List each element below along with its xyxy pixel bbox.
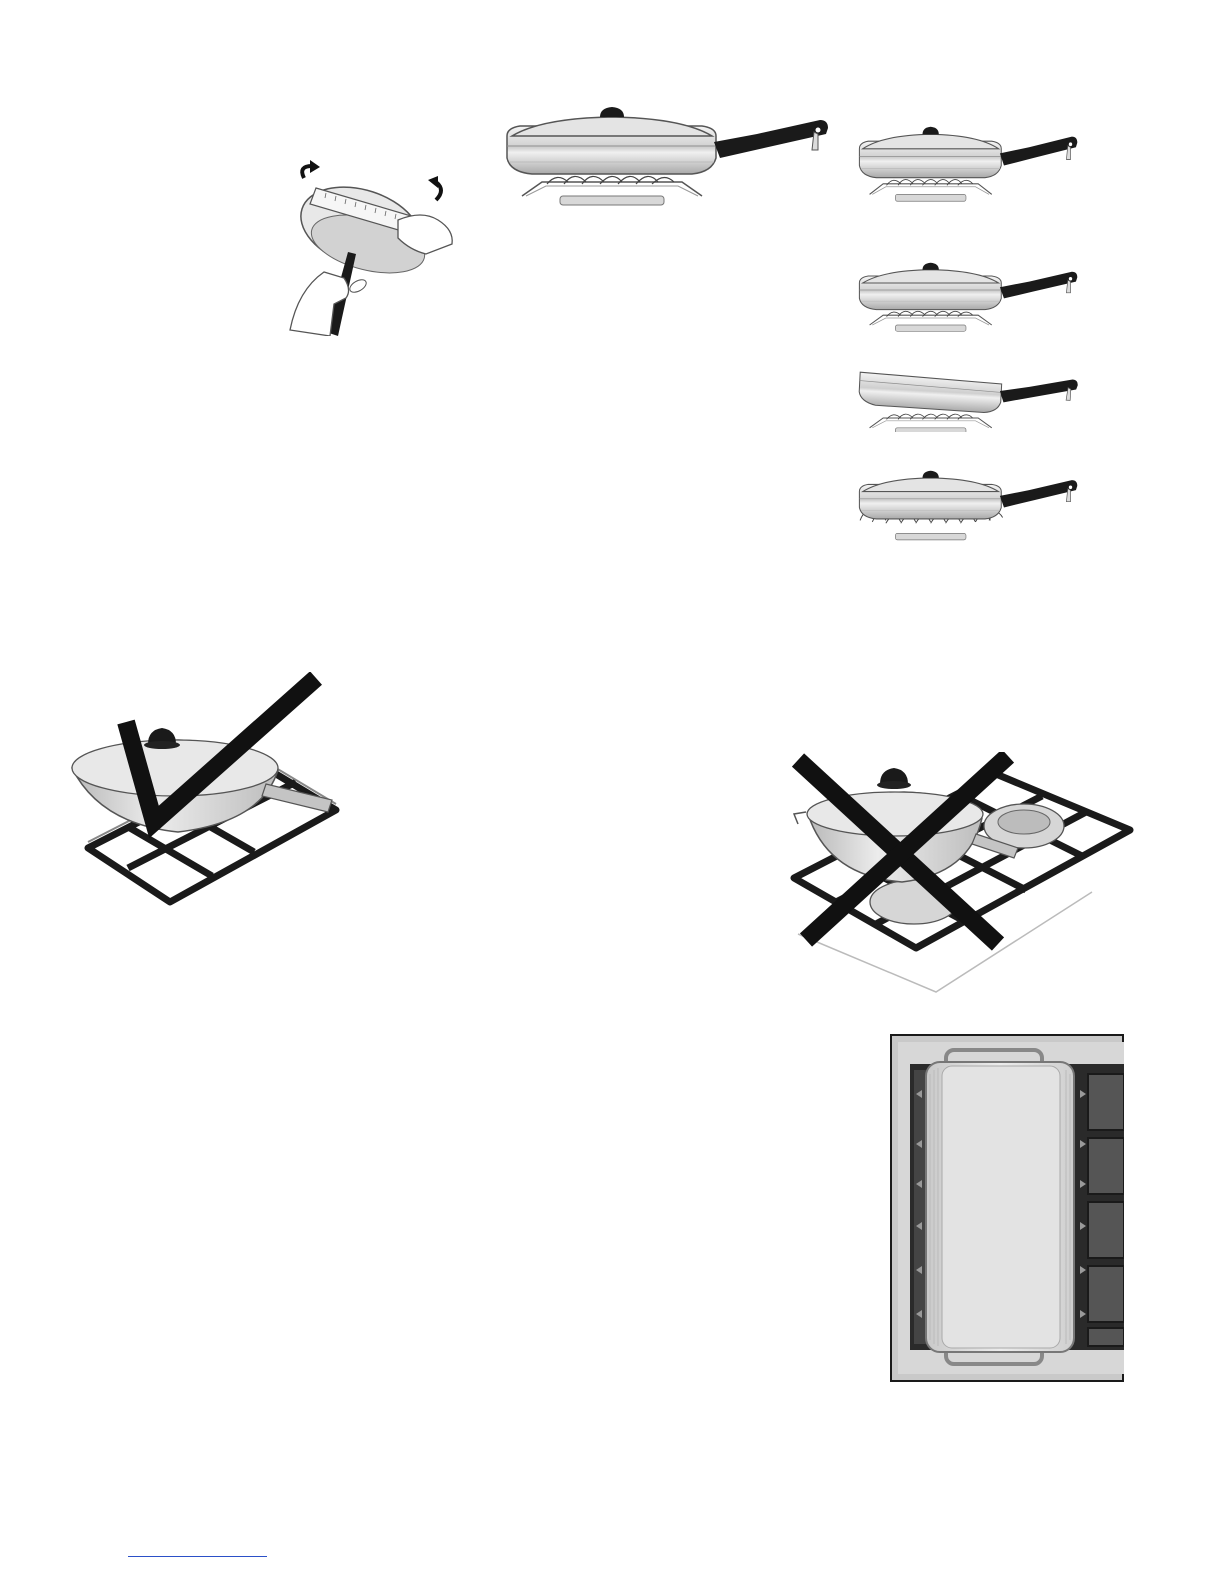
pan-example-1-icon <box>856 126 1080 202</box>
warped-skillet-on-burner-icon <box>856 362 1080 432</box>
covered-skillet-on-burner-icon <box>502 106 832 206</box>
wok-on-grate-with-x-mark-icon <box>786 752 1136 994</box>
griddle-on-cooktop-top-view-icon <box>890 1034 1124 1382</box>
hands-holding-pan-with-ruler-icon <box>286 160 456 336</box>
footer-rule <box>128 1556 267 1557</box>
pan-example-2-icon <box>856 262 1080 332</box>
covered-skillet-flames-around-icon <box>856 470 1080 542</box>
wok-on-grate-with-checkmark-icon <box>66 672 342 912</box>
